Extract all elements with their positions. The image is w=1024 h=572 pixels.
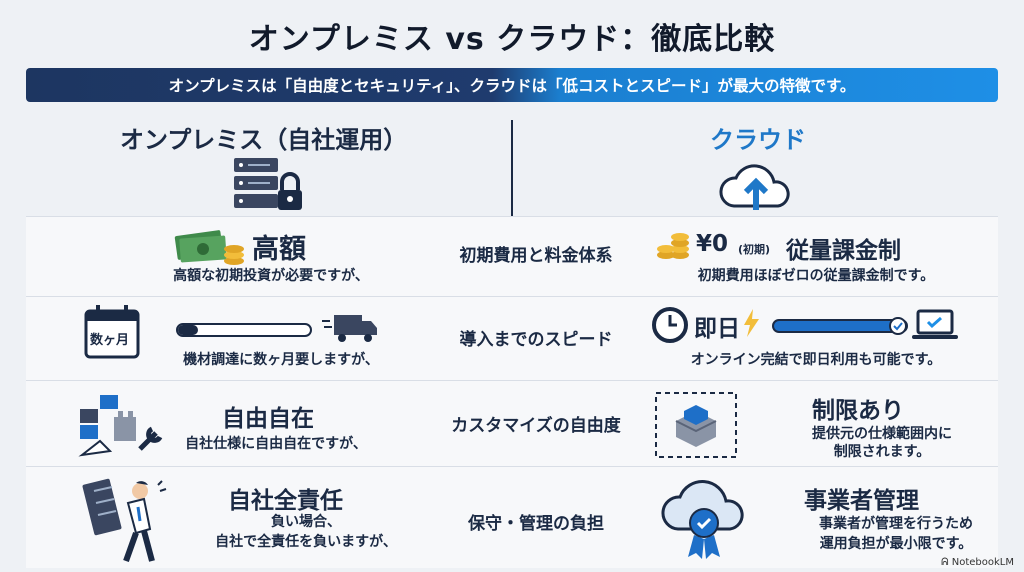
custom-right-title: 制限あり [812, 398, 904, 424]
cost-right-desc: 初期費用ほぼゼロの従量課金制です。 [697, 268, 935, 284]
boxed-block-icon [655, 392, 737, 458]
watermark-text: NotebookLM [951, 557, 1014, 568]
calendar-icon [84, 305, 140, 359]
truck-icon [322, 315, 377, 342]
maint-right-desc-1: 事業者が管理を行うため [819, 516, 973, 532]
speed-right-desc: オンライン完結で即日利用も可能です。 [690, 352, 942, 368]
server-lock-icon [234, 158, 302, 210]
custom-left-desc: 自社仕様に自由自在ですが、 [185, 436, 367, 452]
maint-left-desc-2: 自社で全責任を負いますが、 [215, 534, 397, 550]
building-blocks-wrench-icon [78, 395, 163, 457]
summary-banner-text: オンプレミスは「自由度とセキュリティ」、クラウドは「低コストとスピード」が最大の… [168, 77, 856, 95]
cost-right-yen: ¥0 [696, 231, 729, 257]
maint-right-title: 事業者管理 [804, 488, 919, 514]
laptop-icon [912, 309, 958, 339]
category-cost: 初期費用と料金体系 [416, 241, 656, 266]
maint-right-desc-2: 運用負担が最小限です。 [819, 536, 973, 552]
custom-right-desc-2: 制限されます。 [833, 444, 931, 460]
cost-left-desc: 高額な初期投資が必要ですが、 [173, 268, 369, 284]
comparison-row-customization: 自由自在 自社仕様に自由自在ですが、 カスタマイズの自由度 制限あり 提供元の仕… [26, 380, 998, 466]
maint-left-desc-1: 負い場合、 [271, 514, 341, 530]
speed-left-desc: 機材調達に数ヶ月要しますが、 [183, 352, 379, 368]
column-header-cloud: クラウド [710, 126, 806, 154]
cost-right-title: 従量課金制 [786, 238, 901, 264]
page-title: オンプレミス vs クラウド：徹底比較 [248, 22, 776, 57]
comparison-row-maintenance: 自社全責任 負い場合、 自社で全責任を負いますが、 保守・管理の負担 事業者管理… [26, 466, 998, 568]
speed-left-badge: 数ヶ月 [90, 333, 130, 348]
lightning-icon [744, 309, 759, 337]
coins-icon [657, 233, 689, 259]
comparison-row-speed: 数ヶ月 機材調達に数ヶ月要しますが、 導入までのスピード 即日 オンライン完結で… [26, 296, 998, 380]
custom-left-title: 自由自在 [222, 406, 314, 432]
category-maintenance: 保守・管理の負担 [416, 509, 656, 534]
progress-bar-fast [772, 317, 908, 335]
watermark: ᕱ NotebookLM [941, 557, 1014, 568]
summary-banner: オンプレミスは「自由度とセキュリティ」、クラウドは「低コストとスピード」が最大の… [26, 68, 998, 102]
custom-right-desc-1: 提供元の仕様範囲内に [812, 426, 952, 442]
notebooklm-logo-icon: ᕱ [941, 557, 949, 568]
comparison-row-cost: 高額 高額な初期投資が必要ですが、 初期費用と料金体系 ¥0 (初期) 従量課金… [26, 216, 998, 296]
cost-left-title: 高額 [252, 234, 306, 265]
cloud-upload-icon [719, 164, 790, 210]
category-customization: カスタマイズの自由度 [416, 411, 656, 436]
money-icon [174, 230, 244, 265]
clock-icon [652, 307, 688, 343]
cloud-badge-icon [661, 480, 744, 559]
person-carrying-server-icon [82, 478, 167, 563]
cost-right-note: (初期) [738, 243, 771, 256]
maint-left-title: 自社全責任 [228, 488, 343, 514]
speed-right-title: 即日 [694, 316, 740, 342]
progress-bar-slow [176, 323, 312, 337]
category-speed: 導入までのスピード [416, 325, 656, 350]
column-header-onpremise: オンプレミス（自社運用） [120, 126, 408, 154]
